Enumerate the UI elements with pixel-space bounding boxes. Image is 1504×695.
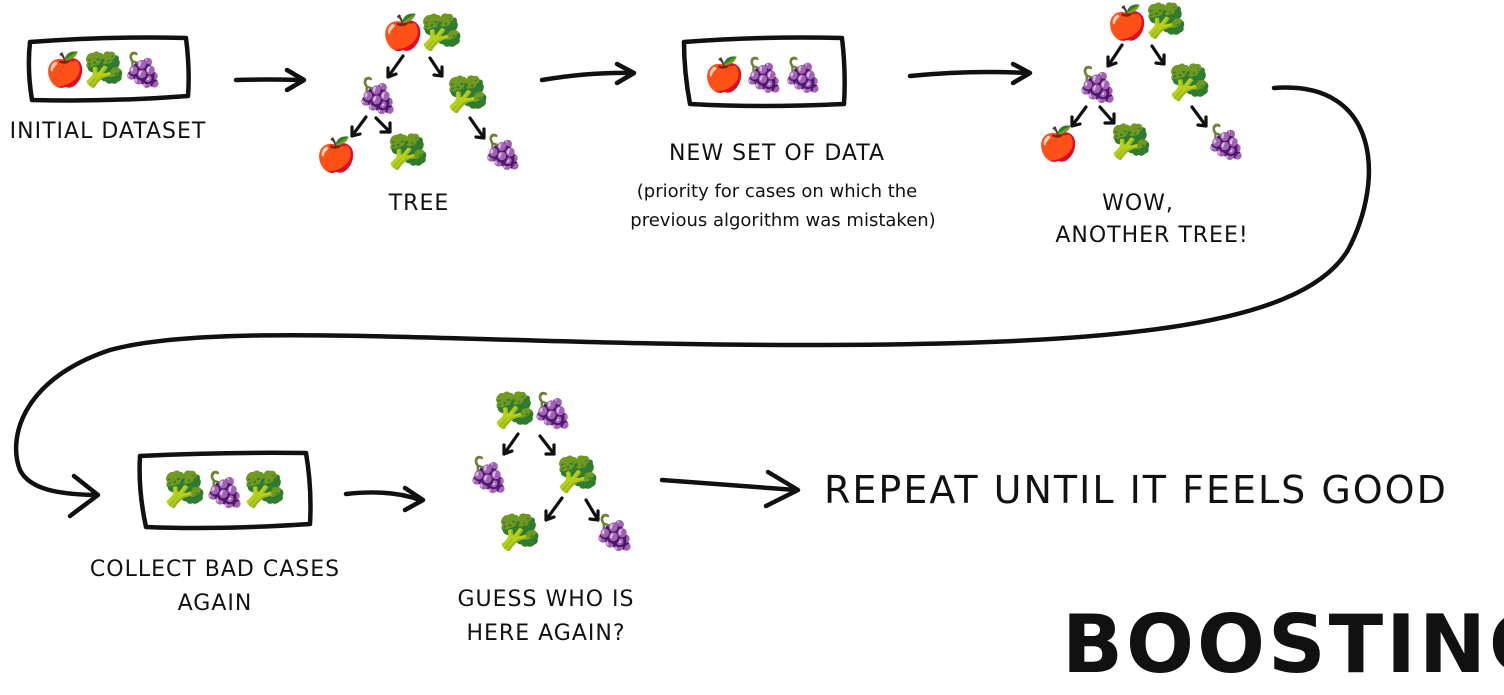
broccoli-icon: 🥦 [557, 454, 599, 495]
tree-3: 🥦 🍇 🍇 🥦 🥦 🍇 [468, 390, 636, 553]
arrow-bad-cases-to-tree-3 [343, 485, 426, 513]
boosting-title: BOOSTING [1062, 598, 1504, 691]
broccoli-icon: 🥦 [83, 50, 124, 90]
grapes-icon: 🍇 [743, 56, 784, 95]
apple-icon: 🍎 [1037, 124, 1078, 163]
new-set-note-line-2: previous algorithm was mistaken) [630, 210, 935, 231]
initial-dataset-items: 🍎 🥦 🍇 [44, 50, 163, 90]
broccoli-icon: 🥦 [387, 132, 428, 172]
arrow-initial-to-tree [233, 67, 307, 93]
arrow-tree-to-new-set [539, 61, 637, 86]
grapes-icon: 🍇 [482, 133, 523, 172]
apple-icon: 🍎 [382, 12, 424, 52]
collect-label-line-2: AGAIN [178, 591, 253, 616]
apple-icon: 🍎 [703, 55, 744, 94]
apple-icon: 🍎 [315, 135, 356, 174]
grapes-icon: 🍇 [357, 76, 399, 116]
broccoli-icon: 🥦 [447, 74, 489, 115]
grapes-icon: 🍇 [122, 51, 163, 90]
broccoli-icon: 🥦 [1145, 1, 1186, 41]
broccoli-icon: 🥦 [1110, 122, 1151, 162]
tree-2: 🍎 🥦 🍇 🥦 🍎 🥦 🍇 [1037, 1, 1246, 163]
broccoli-icon: 🥦 [244, 469, 286, 510]
grapes-icon: 🍇 [1077, 65, 1119, 105]
grapes-icon: 🍇 [468, 455, 510, 495]
bad-cases-items: 🥦 🍇 🥦 [164, 469, 286, 510]
apple-icon: 🍎 [1106, 3, 1147, 42]
grapes-icon: 🍇 [532, 391, 574, 431]
new-set-label: NEW SET OF DATA [669, 141, 885, 166]
new-set-note-line-1: (priority for cases on which the [637, 181, 918, 202]
broccoli-icon: 🥦 [164, 469, 206, 510]
guess-label-line-2: HERE AGAIN? [466, 621, 625, 646]
grapes-icon: 🍇 [594, 513, 636, 553]
tree-label: TREE [388, 191, 450, 216]
apple-icon: 🍎 [44, 50, 85, 89]
tree-1: 🍎 🥦 🍇 🥦 🍎 🥦 🍇 [315, 12, 523, 174]
repeat-label: REPEAT UNTIL IT FEELS GOOD [824, 468, 1448, 512]
grapes-icon: 🍇 [782, 56, 823, 95]
broccoli-icon: 🥦 [1169, 62, 1211, 103]
new-set-box [681, 35, 847, 109]
collect-label-line-1: COLLECT BAD CASES [90, 557, 340, 582]
grapes-icon: 🍇 [1205, 123, 1246, 162]
arrow-tree-3-to-repeat [659, 469, 801, 509]
arrow-new-set-to-tree-2 [907, 61, 1033, 86]
new-set-items: 🍎 🍇 🍇 [703, 55, 823, 95]
broccoli-icon: 🥦 [421, 12, 463, 53]
another-tree-label-line-2: ANOTHER TREE! [1055, 223, 1248, 248]
broccoli-icon: 🥦 [494, 390, 536, 431]
bad-cases-box [137, 450, 313, 531]
initial-dataset-box [26, 35, 191, 103]
initial-dataset-label: INITIAL DATASET [10, 119, 207, 144]
another-tree-label-line-1: WOW, [1102, 191, 1174, 216]
grapes-icon: 🍇 [204, 470, 246, 510]
loop-connector [13, 85, 1372, 519]
broccoli-icon: 🥦 [499, 512, 541, 553]
guess-label-line-1: GUESS WHO IS [457, 587, 634, 612]
